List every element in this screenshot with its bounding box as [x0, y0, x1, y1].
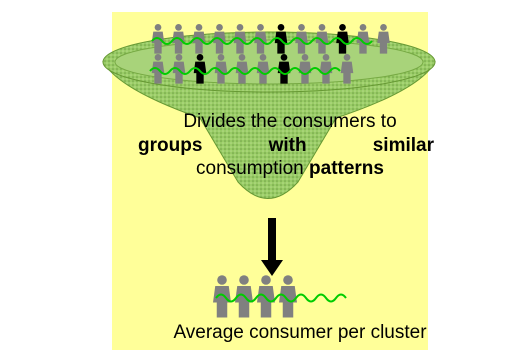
word-groups: groups	[138, 135, 203, 156]
consumption-wave-second	[149, 67, 341, 75]
caption: Average consumer per cluster	[173, 322, 427, 343]
word-similar: similar	[372, 135, 434, 156]
person-icon	[279, 275, 297, 318]
consumption-wave-top	[151, 37, 373, 45]
consumption-wave-cluster	[215, 293, 347, 303]
description-line-1: Divides the consumers to	[183, 111, 397, 132]
person-icon	[257, 275, 275, 318]
description-line-2: groups with similar	[138, 135, 434, 157]
arrow-shaft	[268, 218, 276, 262]
funnel-body	[102, 61, 436, 199]
word-patterns: patterns	[309, 158, 384, 179]
person-icon	[213, 275, 231, 318]
arrow-head-icon	[261, 260, 283, 276]
word-with: with	[268, 135, 307, 156]
word-consumption: consumption	[196, 158, 310, 179]
description-line-3: consumption patterns	[130, 158, 450, 180]
